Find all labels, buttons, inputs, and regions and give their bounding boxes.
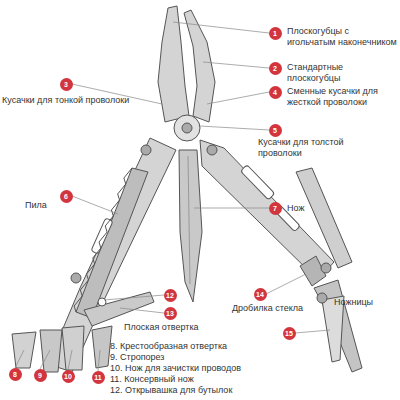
handle-cutout bbox=[91, 218, 113, 254]
knife-blade bbox=[179, 150, 202, 302]
callout-circle: 9 bbox=[34, 369, 47, 382]
leader-line bbox=[15, 350, 24, 368]
pivot bbox=[174, 115, 200, 141]
callout-circle: 7 bbox=[269, 202, 282, 215]
callout-number: 4 bbox=[273, 89, 277, 96]
callout-number: 8 bbox=[13, 371, 17, 378]
flat-screwdriver bbox=[84, 292, 154, 326]
knife-edge bbox=[188, 156, 190, 284]
callout-number: 5 bbox=[273, 127, 277, 134]
legend-list-item: 10. Нож для зачистки проводов bbox=[110, 363, 330, 374]
part-name: Плоскогубцы с игольчатым наконечником bbox=[287, 26, 399, 48]
callout-circle: 11 bbox=[92, 371, 105, 384]
part-name: Нож bbox=[287, 203, 347, 214]
callout-number: 1 bbox=[273, 30, 277, 37]
callout-circle: 14 bbox=[254, 288, 267, 301]
callout-circle: 3 bbox=[60, 78, 73, 91]
screw bbox=[207, 145, 217, 155]
part-name: Кусачки для толстой проволоки bbox=[258, 137, 348, 159]
plier-jaw bbox=[184, 10, 215, 122]
callout-circle: 4 bbox=[269, 86, 282, 99]
callout-number: 15 bbox=[285, 330, 293, 337]
legend-list-item: 9. Стропорез bbox=[110, 352, 330, 363]
leader-line bbox=[72, 196, 118, 214]
part-name: Сменные кусачки для жесткой проволоки bbox=[287, 86, 399, 108]
scissors-blade bbox=[314, 280, 362, 372]
callout-circle: 15 bbox=[283, 327, 296, 340]
part-name: Плоская отвертка bbox=[124, 322, 234, 333]
leader-line bbox=[200, 126, 269, 130]
callout-number: 10 bbox=[64, 373, 72, 380]
leader-line bbox=[98, 350, 100, 371]
bottle-opener bbox=[98, 298, 106, 306]
pivot-screw bbox=[182, 123, 192, 133]
part-name: Пила bbox=[25, 200, 85, 211]
legend-list-item: 11. Консервный нож bbox=[110, 374, 330, 385]
callout-circle: 1 bbox=[269, 27, 282, 40]
handle-cutout bbox=[241, 165, 275, 200]
callout-number: 3 bbox=[64, 81, 68, 88]
leader-line bbox=[203, 62, 269, 68]
small-tool bbox=[12, 332, 36, 368]
callout-circle: 13 bbox=[164, 307, 177, 320]
legend-list-item: 12. Открывашка для бутылок bbox=[110, 385, 330, 396]
callout-number: 11 bbox=[94, 374, 101, 381]
callout-circle: 5 bbox=[269, 124, 282, 137]
leader-line bbox=[194, 208, 269, 209]
leader-line bbox=[104, 295, 164, 300]
callout-circle: 8 bbox=[9, 368, 22, 381]
part-name: Стандартные плоскогубцы bbox=[287, 62, 399, 84]
part-name: Дробилка стекла bbox=[232, 303, 322, 314]
small-tool bbox=[62, 326, 84, 370]
callout-number: 13 bbox=[166, 310, 174, 317]
leader-line bbox=[207, 92, 269, 104]
callout-number: 14 bbox=[256, 291, 264, 298]
callout-circle: 10 bbox=[62, 370, 75, 383]
callout-number: 9 bbox=[38, 372, 42, 379]
callout-number: 7 bbox=[273, 205, 277, 212]
callout-circle: 6 bbox=[60, 190, 73, 203]
saw-teeth bbox=[74, 168, 132, 312]
leader-line bbox=[120, 308, 164, 313]
callout-circle: 2 bbox=[269, 62, 282, 75]
callout-number: 2 bbox=[273, 65, 277, 72]
screw bbox=[321, 263, 331, 273]
legend-list-item: 8. Крестообразная отвертка bbox=[110, 341, 330, 352]
small-tool bbox=[92, 326, 112, 368]
callout-circle: 12 bbox=[164, 289, 177, 302]
screw bbox=[317, 293, 327, 303]
tool-handle bbox=[48, 138, 176, 372]
leader-line bbox=[295, 330, 330, 333]
scissors-handle bbox=[296, 168, 352, 268]
leader-line bbox=[173, 22, 269, 33]
part-name: Кусачки для тонкой проволоки bbox=[2, 95, 162, 106]
screw bbox=[141, 145, 151, 155]
callout-number: 12 bbox=[166, 292, 174, 299]
leader-line bbox=[266, 274, 306, 294]
small-tool bbox=[40, 330, 62, 372]
leader-line bbox=[68, 350, 72, 370]
callout-number: 6 bbox=[64, 193, 68, 200]
saw-teeth-edge bbox=[74, 168, 132, 312]
part-name: Ножницы bbox=[334, 297, 398, 308]
screw bbox=[71, 273, 81, 283]
leader-line bbox=[40, 350, 50, 369]
